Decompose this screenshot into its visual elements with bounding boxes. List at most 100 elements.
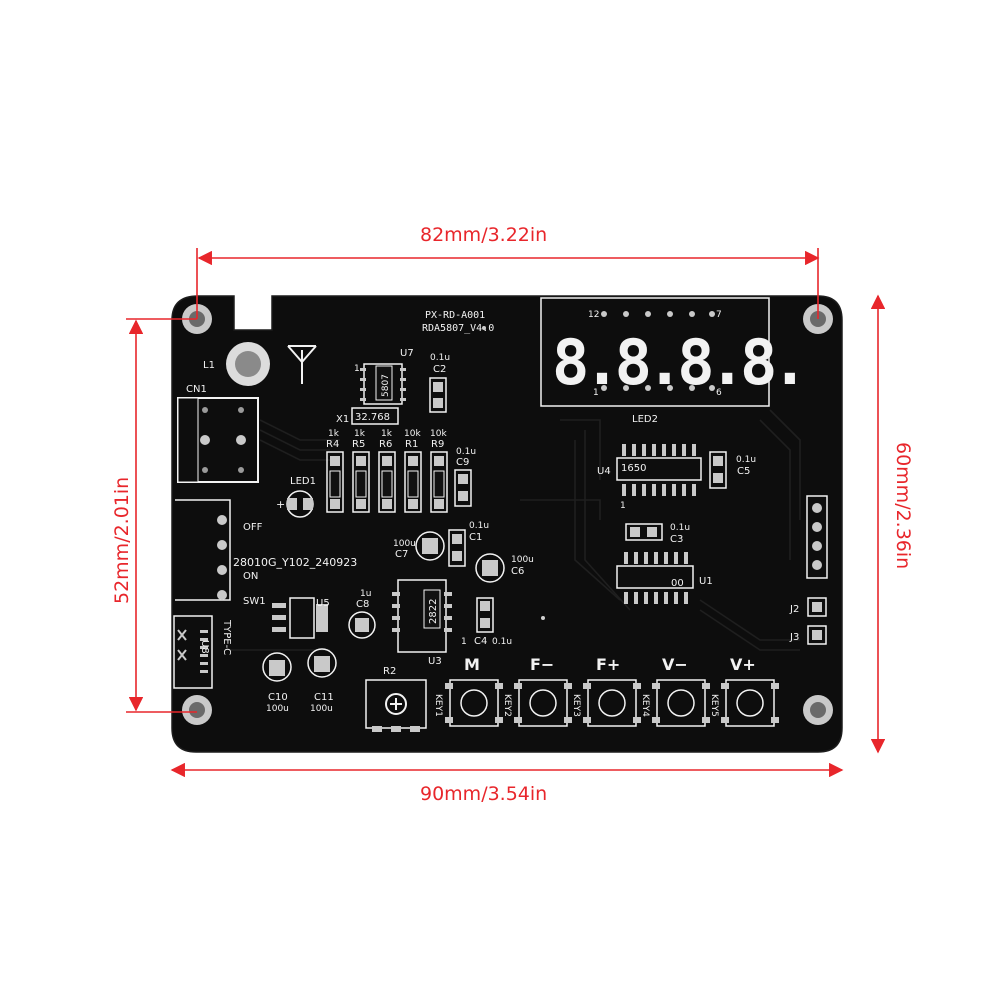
jumper-j2 [807,597,827,617]
led-pin-7: 7 [716,310,722,320]
resistor-r1 [404,451,422,513]
top-dimension-label: 82mm/3.22in [420,224,547,246]
u4-pin1: 1 [620,501,626,511]
led-pin-12: 12 [588,310,599,320]
crystal-x1 [351,407,399,425]
r6-label: R6 [379,439,392,450]
board-title-line1: PX-RD-A001 [425,310,485,321]
r5-value: 1k [354,429,366,439]
key-group-3: F+ KEY3 [571,655,641,727]
u4-label: U4 [597,466,611,477]
u7-label: U7 [400,348,414,359]
switch-sw1 [175,499,231,601]
key4-label: KEY4 [640,694,650,717]
c4-value: 0.1u [492,637,512,647]
key-group-5: V+ KEY5 [709,655,779,727]
c7-label: C7 [395,549,408,560]
inductor-l1 [226,342,270,386]
crystal-marking: 32.768 [355,412,390,423]
antenna-icon [287,345,317,384]
key2-function: F− [530,655,554,674]
regulator-u5 [272,597,328,639]
switch-off-label: OFF [243,522,263,533]
fiducial-2 [541,616,545,620]
pcb-outline [171,295,843,753]
pcb-board: PX-RD-A001 RDA5807_V4.0 L1 CN1 U7 1 [171,295,843,753]
dimension-lines [126,248,886,778]
connector-cn1 [177,397,259,483]
fiducial [482,326,486,330]
x1-label: X1 [336,414,349,425]
chip-u7 [360,363,406,405]
j2-label: J2 [789,604,799,615]
c8-label: C8 [356,599,369,610]
capacitor-c2 [429,377,447,413]
u7-pin1: 1 [354,364,360,374]
capacitor-c1 [448,529,466,567]
cn1-label: CN1 [186,384,207,395]
key2-label: KEY2 [502,694,512,717]
tactile-button-key1 [445,679,503,727]
capacitor-c4 [476,597,494,633]
usb-type-c-port [173,615,213,689]
u3-label: U3 [428,656,442,667]
key-group-1: M KEY1 [433,655,503,727]
chip-u4 [616,444,702,496]
r4-value: 1k [328,429,340,439]
key-group-4: V− KEY4 [640,655,710,727]
chip-1650-marking: 1650 [621,463,646,474]
chip-u3 [392,579,452,653]
pcb-traces [230,409,801,651]
key4-function: V− [662,655,688,674]
key5-function: V+ [730,655,756,674]
c4-pin1: 1 [461,637,467,647]
r2-label: R2 [383,666,396,677]
key3-label: KEY3 [571,694,581,717]
sw1-label: SW1 [243,596,266,607]
header-pins-right [806,495,828,579]
u1-label: U1 [699,576,713,587]
led-pin-6: 6 [716,388,722,398]
capacitor-c5 [709,451,727,489]
chip-2822-marking: 2822 [428,599,439,624]
key-group-2: F− KEY2 [502,655,572,727]
r1-label: R1 [405,439,418,450]
c7-value: 100u [393,539,416,549]
l1-label: L1 [203,360,215,371]
capacitor-c6 [475,553,505,583]
mounting-hole-bottom-right [803,695,833,725]
tactile-button-key3 [583,679,641,727]
r6-value: 1k [381,429,393,439]
resistor-r4 [326,451,344,513]
c1-value: 0.1u [469,521,489,531]
right-dimension-label: 60mm/2.36in [892,442,914,569]
left-dimension-label: 52mm/2.01in [111,477,133,604]
key1-function: M [464,655,480,674]
led2-label: LED2 [632,414,658,425]
led1-label: LED1 [290,476,316,487]
c6-label: C6 [511,566,524,577]
capacitor-c11 [307,648,337,678]
c10-label: C10 [268,692,288,703]
capacitor-c8 [348,611,376,639]
c11-value: 100u [310,704,333,714]
tactile-button-key2 [514,679,572,727]
potentiometer-r2 [365,679,427,732]
mounting-hole-bottom-left [182,695,212,725]
c3-value: 0.1u [670,523,690,533]
capacitor-c9 [454,469,472,507]
display-digits: 8.8.8.8. [552,326,803,399]
resistor-r9 [430,451,448,513]
key3-function: F+ [596,655,620,674]
c6-value: 100u [511,555,534,565]
u8-label: U8 [199,640,210,654]
capacitor-c7 [415,531,445,561]
resistor-r5 [352,451,370,513]
c9-value: 0.1u [456,447,476,457]
c10-value: 100u [266,704,289,714]
chip-5807-marking: 5807 [381,374,391,397]
led-led1: + [276,490,314,518]
r9-value: 10k [430,429,447,439]
c2-label: C2 [433,364,446,375]
